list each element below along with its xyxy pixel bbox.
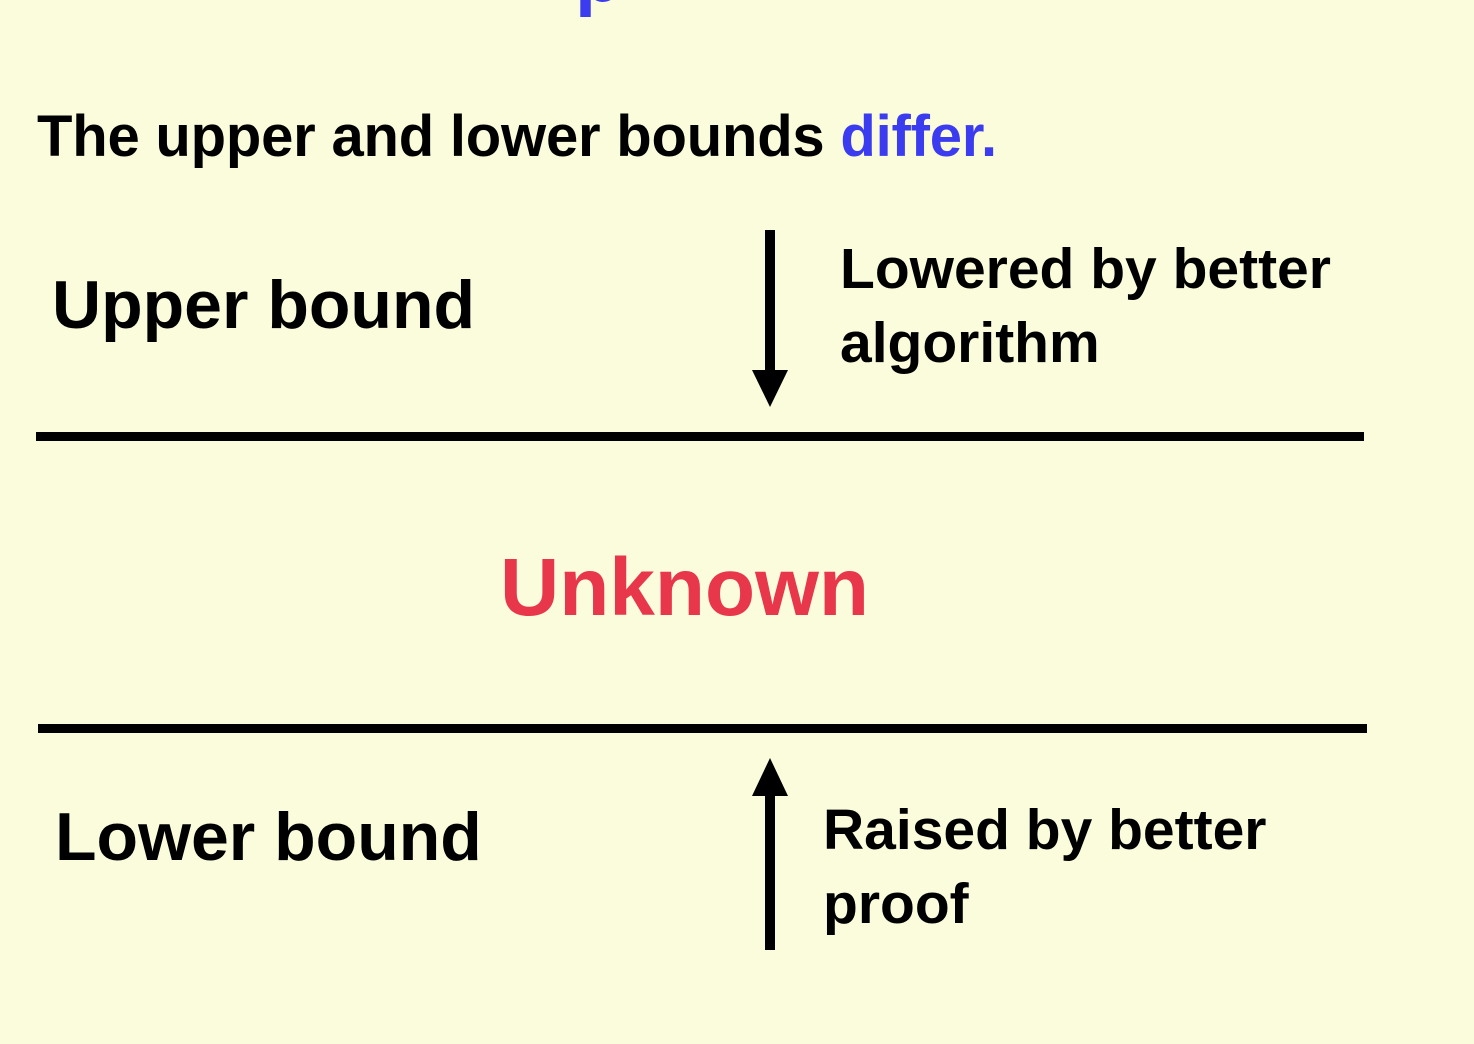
unknown-region-label: Unknown <box>500 542 869 633</box>
lower-bound-line <box>38 724 1367 733</box>
subtitle-emphasis: differ. <box>840 104 997 169</box>
lower-bound-note: Raised by better proof <box>823 798 1267 937</box>
upper-bound-line <box>36 432 1364 441</box>
upper-bound-note: Lowered by better algorithm <box>840 237 1331 376</box>
arrow-up-icon <box>752 758 788 950</box>
slide-title-fragment: p <box>575 0 621 14</box>
arrow-down-icon <box>752 230 788 407</box>
subtitle-text: The upper and lower bounds <box>37 104 841 169</box>
slide-subtitle: The upper and lower bounds differ. <box>37 104 997 171</box>
lower-bound-label: Lower bound <box>55 799 482 875</box>
upper-bound-label: Upper bound <box>52 267 476 343</box>
